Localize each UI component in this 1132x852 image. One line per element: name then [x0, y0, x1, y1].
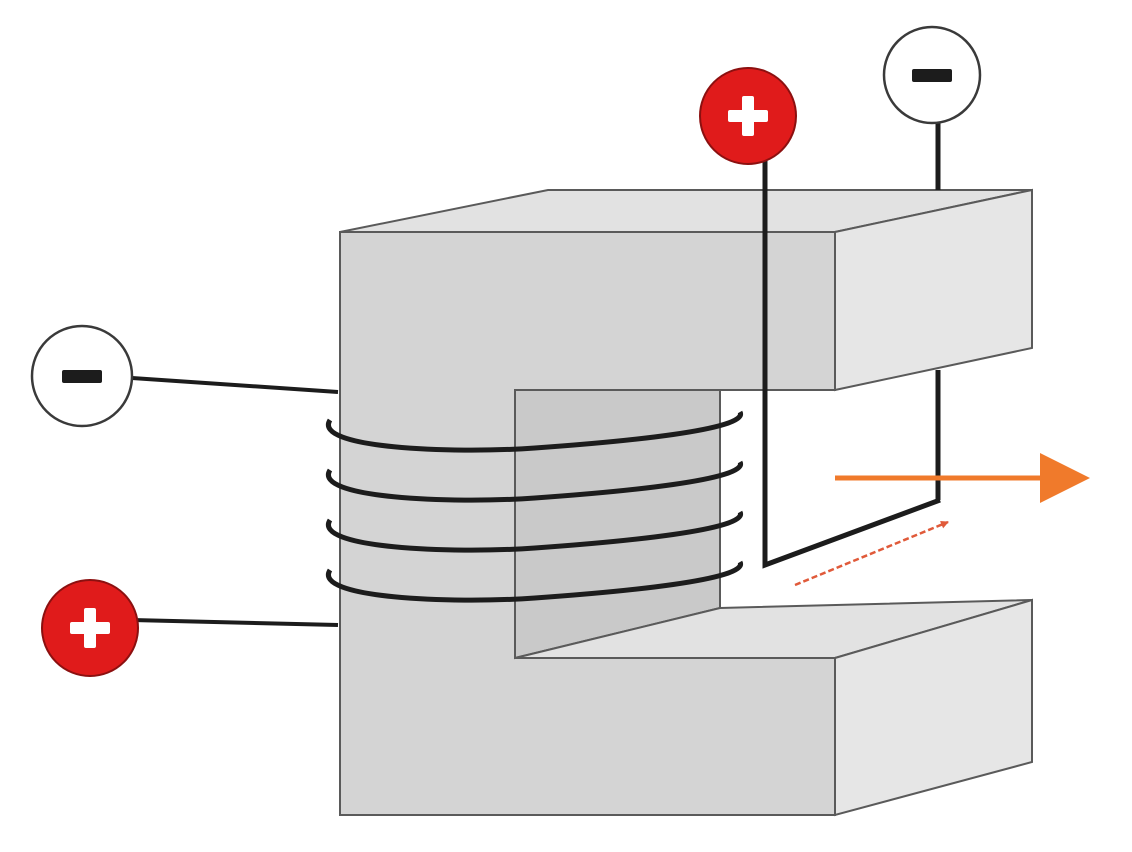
plus-icon-v [84, 608, 96, 648]
plus-icon-v [742, 96, 754, 136]
coil-turn [326, 510, 743, 553]
coil-turn [326, 460, 743, 503]
electromagnet-core-icon [339, 188, 1033, 817]
coil-positive-terminal: + [41, 579, 139, 677]
coil-winding-icon [326, 410, 743, 603]
minus-icon [912, 69, 952, 82]
loop-negative-terminal: − [882, 25, 982, 125]
coil-negative-lead [131, 376, 339, 394]
coil-positive-lead [131, 618, 339, 627]
loop-positive-terminal: + [699, 67, 797, 165]
coil-turn [326, 410, 743, 453]
loop-positive-wire [762, 158, 941, 569]
coil-turn [326, 560, 743, 603]
current-arrow-icon [794, 520, 949, 587]
core-upper-side [834, 188, 1033, 392]
coil-negative-terminal: − [30, 324, 134, 428]
core-lower-side [834, 598, 1033, 817]
minus-icon [62, 370, 102, 383]
